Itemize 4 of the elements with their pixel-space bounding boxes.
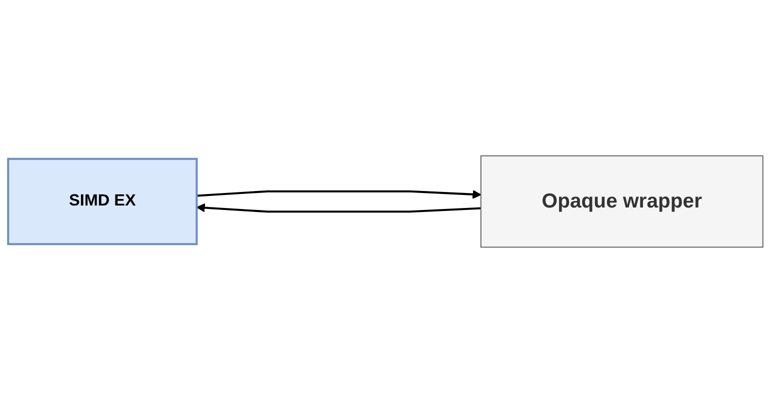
node-box: Opaque wrapper <box>480 155 764 248</box>
node-box: SIMD EX <box>7 158 198 246</box>
arrow <box>196 190 482 199</box>
arrow <box>196 203 481 213</box>
